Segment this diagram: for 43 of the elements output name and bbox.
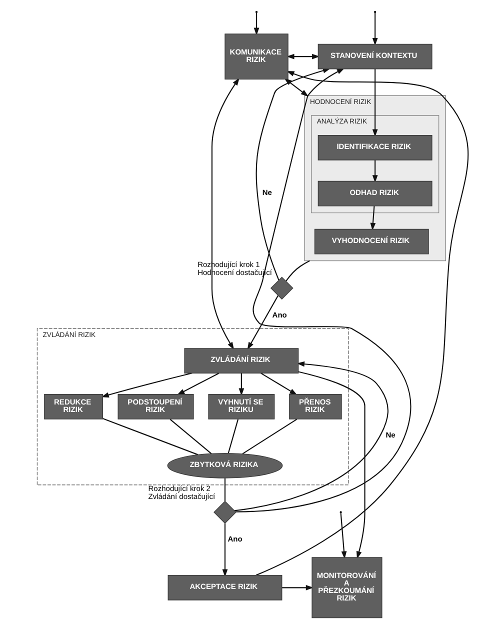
node-box: ZVLÁDÁNÍ RIZIK xyxy=(184,348,299,374)
arrow xyxy=(372,160,378,183)
node-box: STANOVENÍ KONTEXTU xyxy=(318,44,432,70)
node-diamond xyxy=(270,276,294,300)
connector xyxy=(170,418,212,454)
arrow xyxy=(298,371,366,560)
node-box: MONITOROVÁNÍ A PŘEZKOUMÁNÍ RIZIK xyxy=(312,557,382,618)
arrow xyxy=(256,71,469,576)
arrow xyxy=(211,78,240,350)
node-label: Rozhodující krok 2 Zvládání dostačující xyxy=(148,484,216,502)
arrow xyxy=(247,295,279,350)
node-ellipse: ZBYTKOVÁ RIZIKA xyxy=(167,452,283,478)
arrow xyxy=(282,584,314,590)
arrow xyxy=(238,373,244,396)
edge-label: Ne xyxy=(386,430,396,440)
edge-label: Ne xyxy=(262,188,272,197)
connector xyxy=(224,478,226,502)
arrow xyxy=(222,523,228,577)
edge-label: Ano xyxy=(272,310,287,320)
arrow xyxy=(370,206,376,231)
node-diamond xyxy=(214,500,236,524)
connector xyxy=(102,418,198,456)
arrow xyxy=(340,513,347,559)
edge-label: Ano xyxy=(228,534,242,544)
arrow xyxy=(260,372,298,396)
node-box: PŘENOS RIZIK xyxy=(289,394,342,420)
connector xyxy=(286,260,310,282)
connector xyxy=(228,419,239,454)
connector xyxy=(242,418,298,454)
arrow xyxy=(254,12,260,36)
node-box: REDUKCE RIZIK xyxy=(44,394,104,420)
node-box: VYHNUTÍ SE RIZIKU xyxy=(208,394,275,420)
arrow xyxy=(286,54,320,60)
arrow xyxy=(372,12,378,46)
node-box: ODHAD RIZIK xyxy=(318,180,432,206)
node-box: PODSTOUPENÍ RIZIK xyxy=(118,394,194,420)
arrow xyxy=(176,372,220,396)
arrow xyxy=(372,68,378,137)
node-box: IDENTIFIKACE RIZIK xyxy=(318,135,432,160)
arrow xyxy=(234,361,388,512)
node-box: VYHODNOCENÍ RIZIK xyxy=(314,228,429,254)
node-box: AKCEPTACE RIZIK xyxy=(168,574,282,600)
node-box: KOMUNIKACE RIZIK xyxy=(224,34,288,80)
